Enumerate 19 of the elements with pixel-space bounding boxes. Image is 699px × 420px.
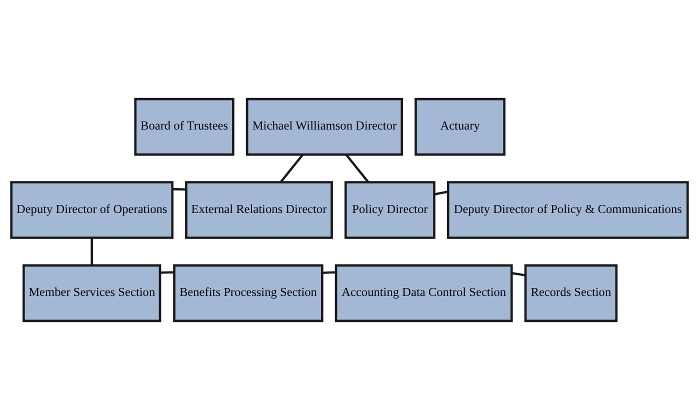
connector <box>160 271 174 274</box>
node-box: Member Services Section <box>22 264 162 322</box>
node-box: Accounting Data Control Section <box>334 264 513 322</box>
connector <box>322 271 336 274</box>
connector <box>512 272 526 277</box>
node-box: Michael Williamson Director <box>246 98 404 156</box>
node-box: Records Section <box>524 264 618 322</box>
node-box: Deputy Director of Operations <box>10 181 174 239</box>
node-box: Policy Director <box>344 181 436 239</box>
node-box: Actuary <box>414 98 506 156</box>
connector <box>280 154 304 183</box>
connector <box>434 190 448 196</box>
connector <box>172 188 186 191</box>
node-box: Board of Trustees <box>134 98 234 156</box>
node-box: External Relations Director <box>185 181 333 239</box>
connector <box>345 154 370 183</box>
node-box: Benefits Processing Section <box>173 264 324 322</box>
node-box: Deputy Director of Policy & Communications <box>446 181 689 239</box>
connector <box>90 238 93 266</box>
